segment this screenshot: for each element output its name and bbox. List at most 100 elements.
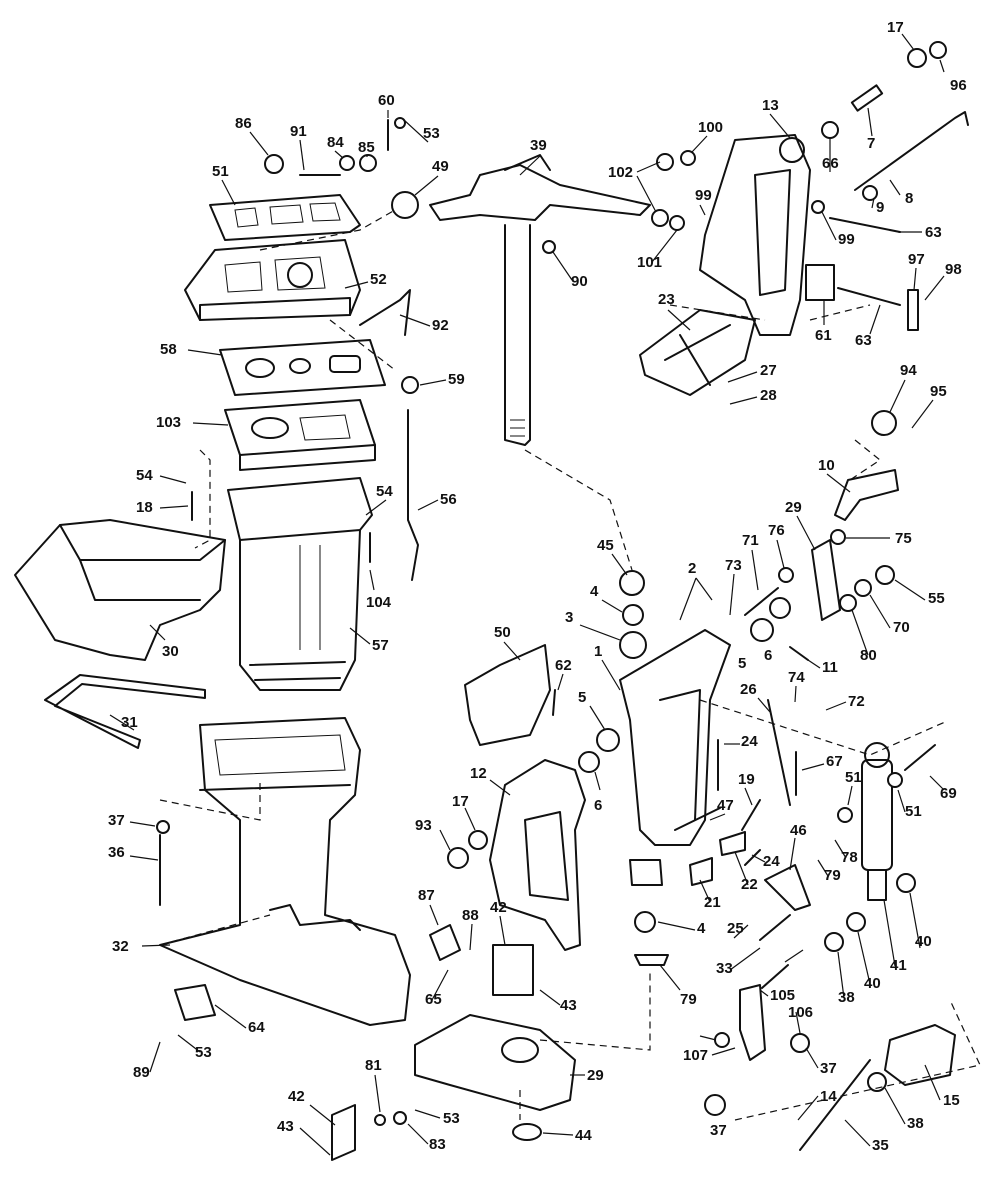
part-grommet-59 — [401, 376, 419, 394]
part-nut-75 — [778, 567, 794, 583]
callout-38b: 38 — [907, 1115, 924, 1132]
callout-51: 51 — [845, 769, 862, 786]
part-washer-82 — [359, 154, 377, 172]
part-cover-49 — [464, 644, 551, 746]
part-washer-4b — [634, 911, 656, 933]
part-bolt-70 — [744, 587, 779, 616]
callout-41: 41 — [890, 957, 907, 974]
callout-61: 61 — [815, 327, 832, 344]
callout-1: 1 — [594, 643, 602, 660]
callout-64: 64 — [248, 1019, 265, 1036]
callout-43b: 43 — [277, 1118, 294, 1135]
part-arm-28 — [811, 539, 841, 621]
callout-82: 85 — [358, 139, 375, 156]
part-nut-17b — [468, 830, 488, 850]
part-grommet-80 — [374, 1114, 386, 1126]
callout-6: 6 — [764, 647, 772, 664]
part-washer-40b — [896, 873, 916, 893]
dashed-assembly-lines — [159, 209, 981, 1121]
callout-63b: 63 — [855, 332, 872, 349]
part-washer-40a — [846, 912, 866, 932]
callout-74: 75 — [895, 530, 912, 547]
callout-62: 62 — [555, 657, 572, 674]
part-washer-6a — [578, 751, 600, 773]
part-bolt-33 — [759, 914, 791, 941]
part-bolt-106 — [761, 964, 789, 989]
callout-15: 15 — [943, 1092, 960, 1109]
callout-63: 63 — [925, 224, 942, 241]
callout-24b: 25 — [727, 920, 744, 937]
part-washer-81 — [339, 155, 355, 171]
part-plate-91 — [871, 410, 897, 436]
callout-35: 37 — [108, 812, 125, 829]
part-nut-99a — [680, 150, 696, 166]
part-61 — [805, 264, 835, 301]
callout-86: 88 — [462, 907, 479, 924]
callout-36: 35 — [872, 1137, 889, 1154]
part-nut-94 — [447, 847, 469, 869]
callout-83: 86 — [235, 115, 252, 132]
callout-93: 96 — [950, 77, 967, 94]
part-rod-36 — [799, 1059, 871, 1151]
callout-12: 12 — [470, 765, 487, 782]
callout-6b: 6 — [594, 797, 602, 814]
callout-14: 14 — [820, 1088, 837, 1105]
part-washer-45 — [619, 570, 645, 596]
callout-4: 4 — [590, 583, 599, 600]
callout-40b: 40 — [864, 975, 881, 992]
parts-drawings — [14, 41, 969, 1161]
part-fitting-48 — [391, 191, 419, 219]
part-gasket-50 — [209, 194, 361, 241]
callout-92: 95 — [930, 383, 947, 400]
callout-20: 21 — [704, 894, 721, 911]
part-link-89 — [359, 289, 411, 336]
callout-89: 92 — [432, 317, 449, 334]
callout-49: 50 — [494, 624, 511, 641]
callout-21: 22 — [741, 876, 758, 893]
callout-87: 90 — [571, 273, 588, 290]
part-clamp-bracket-13 — [699, 134, 811, 336]
callout-57: 57 — [372, 637, 389, 654]
callout-94: 93 — [415, 817, 432, 834]
callout-51b: 51 — [905, 803, 922, 820]
callout-80: 81 — [365, 1057, 382, 1074]
callout-48: 49 — [432, 158, 449, 175]
callout-66: 65 — [425, 991, 442, 1008]
callout-78: 79 — [824, 867, 841, 884]
callout-73: 74 — [788, 669, 805, 686]
callout-37: 37 — [820, 1060, 837, 1077]
part-bushing-37b — [704, 1094, 726, 1116]
callout-75: 76 — [768, 522, 785, 539]
callout-4b: 4 — [697, 920, 706, 937]
part-bushing-37a — [790, 1033, 810, 1053]
part-mount-1 — [619, 629, 731, 886]
callout-5b: 5 — [578, 689, 586, 706]
part-bushing-100b — [651, 209, 669, 227]
part-exhaust-housing-57 — [227, 477, 373, 691]
part-exhaust-plate-101 — [224, 399, 376, 471]
part-plate-42a — [492, 944, 534, 996]
callout-24: 24 — [763, 853, 780, 870]
callout-13: 13 — [762, 97, 779, 114]
callout-52: 52 — [370, 271, 387, 288]
callout-72: 73 — [725, 557, 742, 574]
callout-102: 104 — [366, 594, 392, 611]
callout-79: 80 — [860, 647, 877, 664]
part-gasket-58 — [219, 339, 386, 396]
part-bolt-68 — [904, 744, 936, 771]
callout-30: 30 — [162, 643, 179, 660]
callout-17b: 17 — [452, 793, 469, 810]
part-bracket-103 — [739, 984, 766, 1061]
callout-104: 106 — [788, 1004, 813, 1021]
part-fitting-64 — [174, 984, 216, 1021]
callout-88: 89 — [133, 1064, 150, 1081]
callout-9: 9 — [876, 199, 884, 216]
part-swivel-39 — [429, 154, 651, 446]
callout-58: 58 — [160, 341, 177, 358]
part-bolt-11 — [789, 646, 809, 661]
part-nut-51a — [837, 807, 853, 823]
part-housing-29 — [414, 1014, 576, 1111]
part-pin-19 — [741, 799, 761, 831]
callout-67: 67 — [826, 753, 843, 770]
